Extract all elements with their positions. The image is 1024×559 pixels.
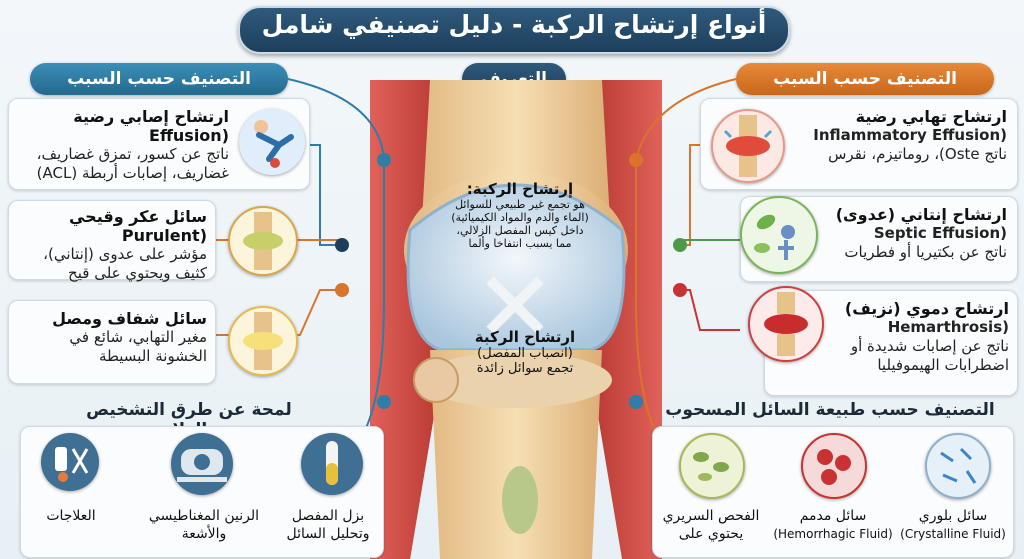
right-card-text: ارتشاح تهابي رضية (Inflammatory Effusion… [791, 107, 1007, 164]
fluid-label: الفحص السريري يحتوي على [653, 507, 769, 543]
center-label-line: تجمع سوائل زائدة [476, 361, 574, 376]
fluid-label-line: سائل بلوري [918, 508, 988, 524]
definition-title: إرتشاح الركبة: [466, 180, 574, 198]
card-line: مؤشر على عدوى (إنتاني)، [43, 245, 207, 263]
left-card-effusion: ارتشاح إصابي رضية (Effusion ناتج عن كسور… [8, 98, 310, 190]
definition-block: إرتشاح الركبة: هو تجمع غير طبيعي للسوائل… [440, 180, 600, 250]
definition-line: هو تجمع غير طبيعي للسوائل [455, 198, 585, 211]
card-heading: سائل عكر وقيحي (Purulent [68, 207, 207, 245]
fluid-label-line: الفحص السريري [662, 508, 760, 524]
center-label-line: (انصباب المفصل) [477, 346, 573, 361]
fluid-card: الفحص السريري يحتوي على سائل مدمم (Hemor… [652, 426, 1014, 558]
card-line: مغير التهابي، شائع في [69, 328, 207, 346]
diagnosis-label: العلاجات [46, 508, 96, 524]
left-card-purulent: سائل عكر وقيحي (Purulent مؤشر على عدوى (… [8, 200, 216, 283]
card-line: (Septic Effusion [873, 224, 1007, 242]
injury-icon [239, 109, 305, 175]
right-card-inflammatory: ارتشاح تهابي رضية (Inflammatory Effusion… [700, 98, 1018, 190]
left-card-text: ارتشاح إصابي رضية (Effusion ناتج عن كسور… [19, 107, 229, 183]
diagnosis-label-line: وتحليل السائل [286, 526, 370, 542]
title-banner [238, 6, 790, 54]
left-card-clear: سائل شفاف ومصل مغير التهابي، شائع في الخ… [8, 300, 216, 384]
test-tube-icon [301, 433, 363, 495]
fluid-label: سائل مدمم (Hemorrhagic Fluid) [765, 507, 901, 543]
definition-line: (الماء والدم والمواد الكيميائية) [451, 211, 589, 224]
diagnosis-card: العلاجات الرنين المغناطيسي والأشعة بزل ا… [20, 426, 384, 558]
red-cells-icon [801, 433, 867, 499]
mri-icon [171, 433, 233, 495]
diagnosis-label-line: والأشعة [181, 526, 227, 542]
fluid-label-line: سائل مدمم [799, 508, 867, 524]
card-line: ناتج عن كسور، تمزق غضاريف، [36, 145, 229, 163]
card-line: (Inflammatory Effusion [813, 126, 1007, 144]
fluid-label-line: (Crystalline Fluid) [900, 527, 1006, 541]
card-line: الخشونة البسيطة [98, 347, 207, 365]
clear-joint-icon [228, 306, 298, 376]
fluid-label-line: (Hemorrhagic Fluid) [773, 527, 893, 541]
bacteria-icon [740, 196, 818, 274]
right-card-text: ارتشاح دموي (نزيف) (Hemarthrosis ناتج عن… [771, 299, 1009, 375]
card-heading: ارتشاح تهابي رضية [855, 107, 1007, 126]
page-title: أنواع إرتشاح الركبة - دليل تصنيفي شامل [261, 10, 767, 39]
infected-joint-icon [228, 206, 298, 276]
card-line: (Hemarthrosis [887, 318, 1009, 336]
card-line: كثيف ويحتوي على قيح [68, 264, 207, 282]
inflamed-joint-icon [711, 109, 785, 183]
crystals-icon [925, 433, 991, 499]
definition-line: داخل كيس المفصل الزلالي، [456, 224, 584, 237]
diagnosis-label-line: الرنين المغناطيسي [148, 508, 260, 524]
card-heading: ارتشاح إنتاني (عدوى) [835, 205, 1007, 224]
definition-line: مما يسبب انتفاخا وألما [468, 237, 572, 250]
knee-illustration [370, 80, 662, 559]
card-heading: ارتشاح دموي (نزيف) [844, 299, 1009, 318]
card-heading: ارتشاح إصابي رضية (Effusion [73, 107, 229, 145]
diagnosis-label-line: بزل المفصل [291, 508, 365, 524]
right-card-text: ارتشاح إنتاني (عدوى) (Septic Effusion نا… [749, 205, 1007, 262]
fluid-label-line: يحتوي على [678, 526, 744, 542]
fluid-title: التصنيف حسب طبيعة السائل المسحوب [665, 400, 995, 420]
cells-icon [679, 433, 745, 499]
left-card-text: سائل عكر وقيحي (Purulent مؤشر على عدوى (… [17, 207, 207, 283]
card-line: ناتج عن بكتيريا أو فطريات [844, 243, 1007, 261]
center-label: ارتشاح الركبة (انصباب المفصل) تجمع سوائل… [450, 328, 600, 376]
card-line: ناتج Oste)، روماتيزم، نقرس [828, 145, 1007, 163]
card-line: ناتج عن إصابات شديدة أو [850, 337, 1009, 355]
fluid-label: سائل بلوري (Crystalline Fluid) [895, 507, 1011, 543]
diagnosis-label: بزل المفصل وتحليل السائل [273, 507, 383, 543]
card-line: غضاريف، إصابات أربطة (ACL) [36, 164, 229, 182]
center-label-title: ارتشاح الركبة [474, 328, 576, 346]
blood-joint-icon [748, 286, 824, 362]
diagnosis-label: الرنين المغناطيسي والأشعة [139, 507, 269, 543]
card-heading: سائل شفاف ومصل [52, 309, 207, 328]
treatment-icon [41, 433, 99, 491]
left-card-text: سائل شفاف ومصل مغير التهابي، شائع في الخ… [17, 309, 207, 366]
card-line: اضطرابات الهيموفيليا [877, 356, 1009, 374]
